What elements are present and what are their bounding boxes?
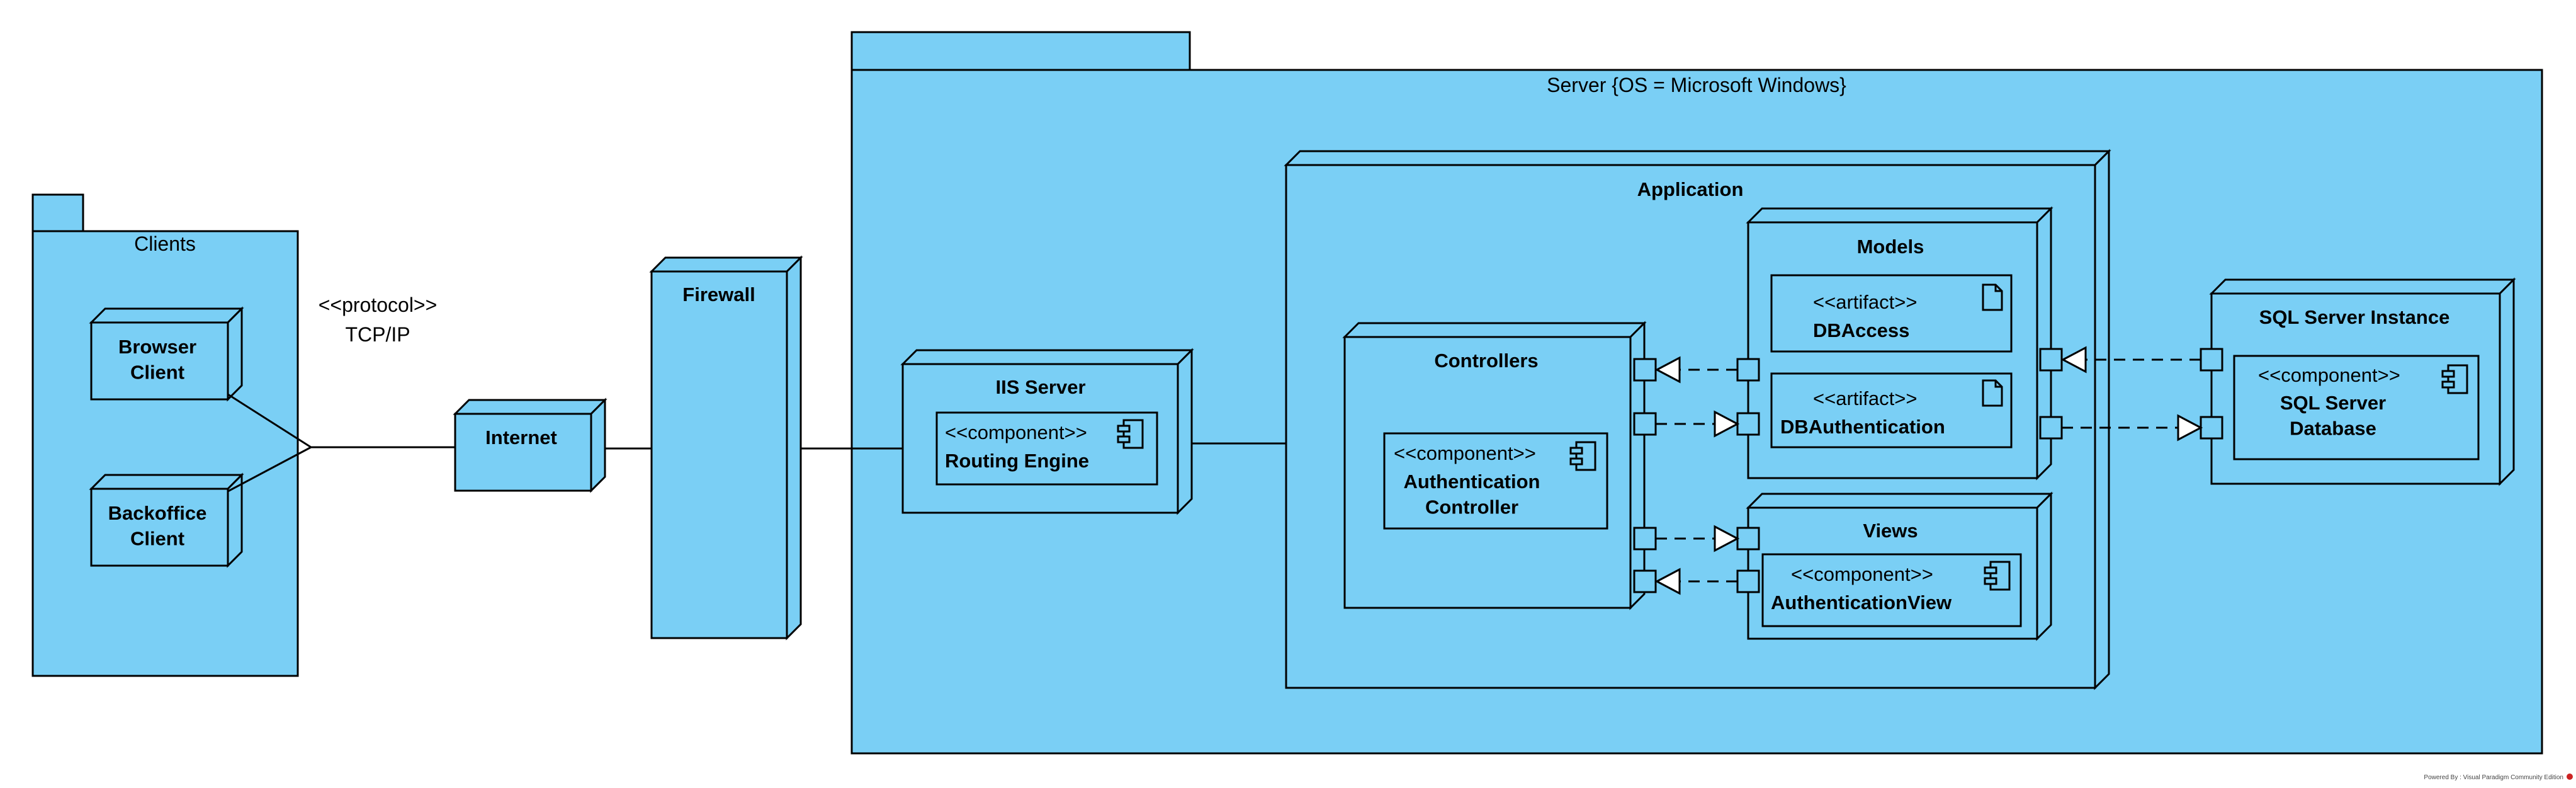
realization-arrowhead (1714, 525, 1740, 552)
artifact-icon (1982, 283, 2003, 311)
realization-arrowhead (1714, 410, 1740, 438)
firewall-node (649, 255, 803, 641)
internet-node (453, 397, 607, 493)
dbaccess-name: DBAccess (1813, 319, 1909, 341)
server-title: Server {OS = Microsoft Windows} (1547, 74, 1846, 96)
authenticationview-component (1761, 553, 2022, 627)
browser-client-node (89, 306, 244, 402)
authview-stereotype: <<component>> (1791, 563, 1933, 585)
internet-label: Internet (485, 426, 557, 448)
backoffice-to-hub (227, 446, 312, 493)
brand-logo-icon (2567, 774, 2573, 780)
iis-server-title: IIS Server (995, 376, 1085, 398)
clients-package (31, 193, 299, 677)
port (1736, 527, 1760, 551)
port (1736, 412, 1760, 436)
routing-engine-name: Routing Engine (945, 450, 1089, 472)
dbauthentication-name: DBAuthentication (1780, 416, 1945, 438)
port (1736, 358, 1760, 382)
sql-db-stereotype: <<component>> (2258, 364, 2400, 386)
dbaccess-artifact (1770, 274, 2013, 353)
authview-name: AuthenticationView (1771, 591, 1952, 614)
views-title: Views (1863, 520, 1918, 542)
browser-to-hub (227, 393, 312, 448)
dbauthentication-stereotype: <<artifact>> (1813, 387, 1917, 409)
protocol-name: TCP/IP (345, 323, 410, 346)
application-title: Application (1637, 178, 1744, 200)
realization-arrowhead (2060, 346, 2087, 374)
port (2039, 416, 2063, 440)
port (1633, 358, 1657, 382)
port (2039, 348, 2063, 372)
routing-engine-component (935, 411, 1158, 486)
port (1633, 569, 1657, 593)
component-icon (1117, 419, 1144, 449)
dbaccess-stereotype: <<artifact>> (1813, 291, 1917, 313)
realization-arrowhead (2177, 414, 2203, 442)
sql-server-database-component (2233, 355, 2480, 460)
clients-title: Clients (134, 232, 196, 255)
realization-arrowhead (1654, 568, 1681, 595)
models-title: Models (1857, 236, 1924, 258)
firewall-label: Firewall (682, 283, 755, 305)
footer-credit: Powered By : Visual Paradigm Community E… (2424, 774, 2563, 781)
auth-controller-stereotype: <<component>> (1394, 442, 1536, 464)
port (1633, 527, 1657, 551)
port (2200, 348, 2223, 372)
component-icon (1984, 561, 2011, 591)
realization-arrowhead (1654, 356, 1681, 384)
backoffice-client-node (89, 472, 244, 568)
port (1633, 412, 1657, 436)
controllers-title: Controllers (1434, 350, 1538, 372)
routing-engine-stereotype: <<component>> (945, 421, 1087, 443)
sql-instance-title: SQL Server Instance (2259, 306, 2450, 328)
protocol-stereotype: <<protocol>> (319, 294, 438, 316)
component-icon (2441, 364, 2468, 394)
component-icon (1569, 441, 1596, 471)
dbauthentication-artifact (1770, 372, 2013, 448)
artifact-icon (1982, 379, 2003, 407)
port (2200, 416, 2223, 440)
port (1736, 569, 1760, 593)
